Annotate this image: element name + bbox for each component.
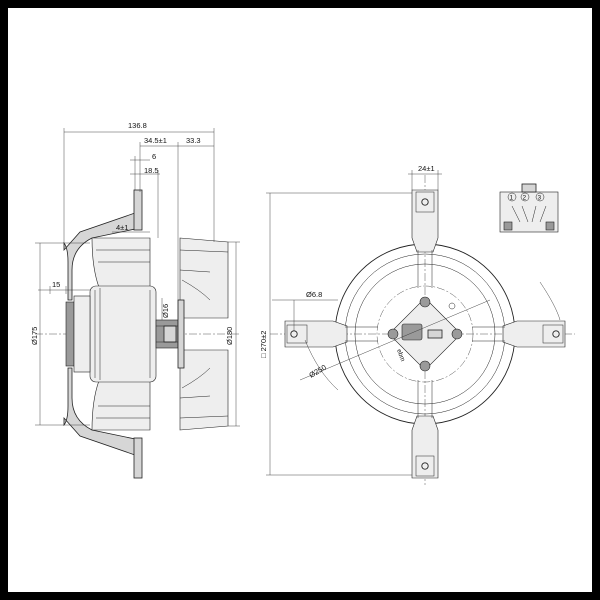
brand-logo: ebm (395, 348, 406, 362)
hole-right (552, 330, 560, 338)
terminal-box (401, 323, 423, 341)
dim-overall-depth: 136.8 (128, 121, 147, 130)
dim-arm-width: 24±1 (418, 164, 435, 173)
terminal-3 (535, 192, 545, 202)
drawing-frame: 136.8 34.5±1 33.3 6 18.5 4±1 15 Ø175 Ø16… (8, 8, 592, 592)
stud-bottom (419, 360, 431, 372)
wiring-detail: 1 2 3 (499, 183, 559, 233)
dim-outlet-depth: 33.3 (186, 136, 201, 145)
arm-right (502, 320, 566, 348)
dim-flange-step: 4±1 (116, 223, 128, 232)
cable-gland (427, 329, 443, 339)
impeller-blade-upper (91, 237, 151, 291)
hole-top (421, 198, 429, 206)
dim-motor-offset: 15 (52, 280, 60, 289)
terminal-1 (507, 192, 517, 202)
impeller-outer-lower (179, 349, 229, 431)
arm-bottom (411, 415, 439, 479)
impeller-outer-upper (179, 237, 229, 319)
motor-terminal-box (65, 301, 75, 367)
arm-left (284, 320, 348, 348)
capacitor (521, 183, 537, 193)
screw-left (503, 221, 513, 231)
side-view: 136.8 34.5±1 33.3 6 18.5 4±1 15 Ø175 Ø16… (30, 121, 240, 479)
flange-lower (133, 437, 143, 479)
motor-end-cap (73, 295, 91, 373)
dim-hub-depth: 34.5±1 (144, 136, 167, 145)
screw-right (545, 221, 555, 231)
terminal-2-label: 2 (523, 195, 527, 202)
hole-bottom (421, 462, 429, 470)
front-view: ebm 24±1 Ø6.8 Ø250 □ 270±2 (259, 164, 575, 485)
technical-drawing: 136.8 34.5±1 33.3 6 18.5 4±1 15 Ø175 Ø16… (30, 121, 575, 485)
dim-hole-dia: Ø6.8 (306, 290, 322, 299)
dim-bolt-circle: Ø250 (308, 363, 328, 380)
dim-inlet-dia: Ø175 (30, 327, 39, 345)
stud-left (387, 328, 399, 340)
flange-upper (133, 189, 143, 231)
terminal-3-label: 3 (538, 195, 542, 202)
terminal-2 (520, 192, 530, 202)
dim-hub-offset: 18.5 (144, 166, 159, 175)
terminal-1-label: 1 (510, 195, 514, 202)
stud-top (419, 296, 431, 308)
impeller-blade-lower (91, 377, 151, 431)
dim-impeller-dia: Ø180 (225, 327, 234, 345)
dim-flange-thickness: 6 (152, 152, 156, 161)
dim-shaft-dia: Ø16 (161, 304, 170, 318)
shaft-nut (163, 325, 177, 343)
dim-overall-size: □ 270±2 (259, 331, 268, 358)
impeller-backplate (177, 299, 185, 369)
stud-right (451, 328, 463, 340)
bolt-circle-inner (376, 285, 474, 383)
